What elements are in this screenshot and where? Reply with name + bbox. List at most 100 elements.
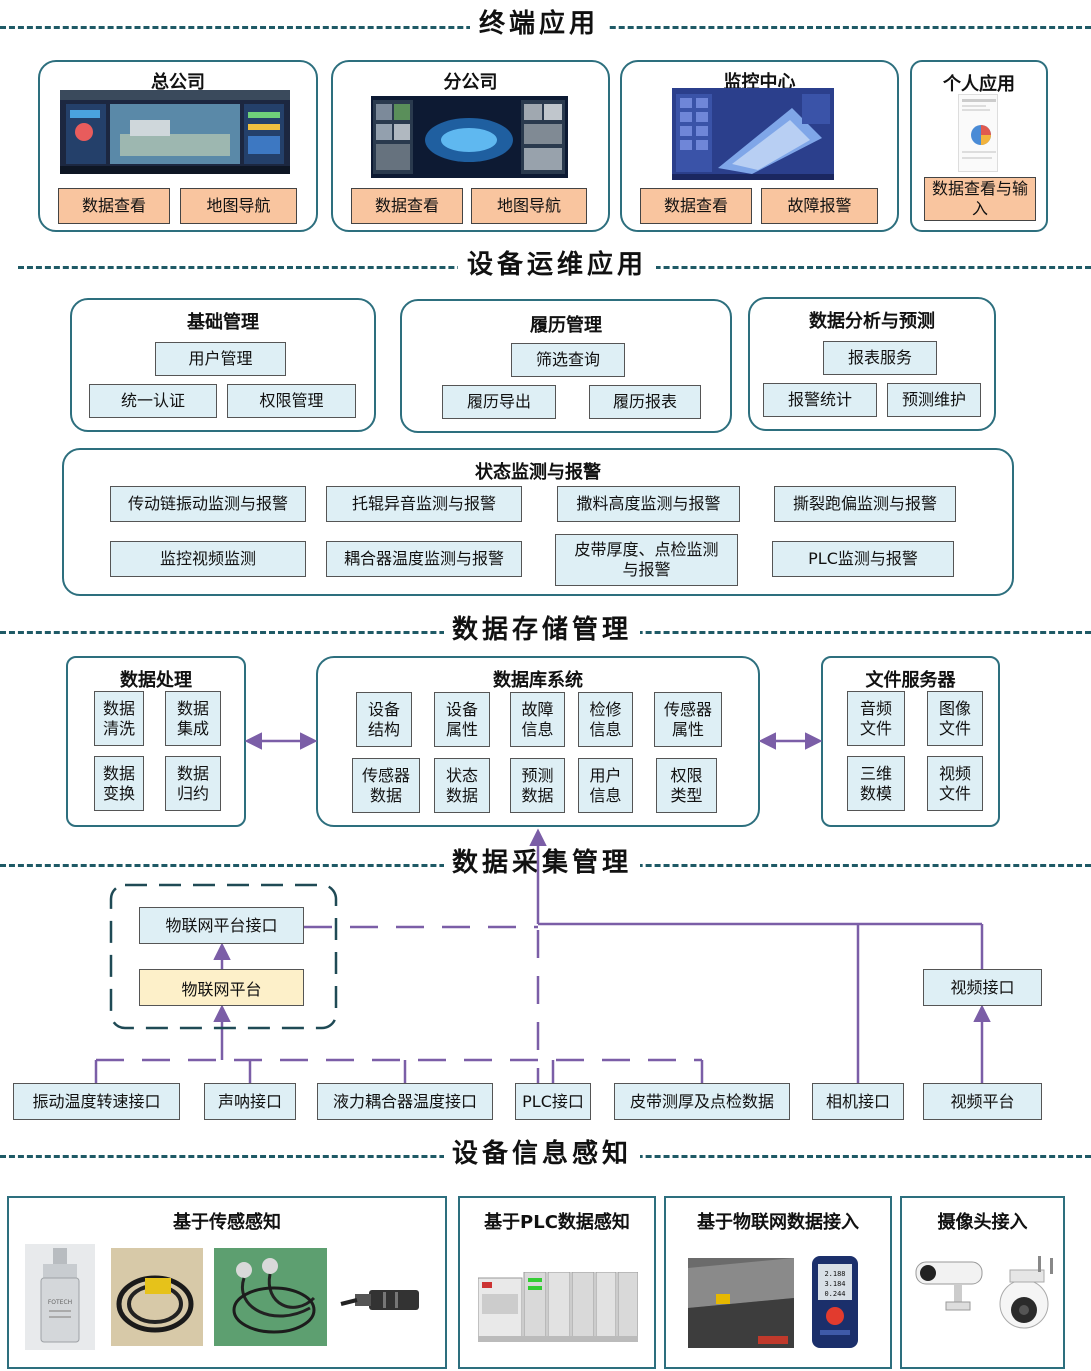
status-data-box[interactable]: 状态 数据 bbox=[434, 758, 490, 813]
video-monitoring-box[interactable]: 监控视频监测 bbox=[110, 541, 306, 577]
coupler-temperature-box[interactable]: 耦合器温度监测与报警 bbox=[326, 541, 522, 577]
panel-branch: 分公司 数据查看 地图导航 bbox=[331, 60, 610, 232]
panel-title: 摄像头接入 bbox=[937, 1212, 1028, 1233]
video-file-box[interactable]: 视频 文件 bbox=[927, 756, 983, 811]
panel-basic-management: 基础管理 用户管理 统一认证 权限管理 bbox=[70, 298, 376, 432]
video-platform-box[interactable]: 视频平台 bbox=[923, 1083, 1042, 1120]
panel-title: 履历管理 bbox=[530, 315, 602, 336]
audio-file-box[interactable]: 音频 文件 bbox=[847, 691, 905, 746]
proximity-sensor-image bbox=[111, 1248, 203, 1346]
user-info-box[interactable]: 用户 信息 bbox=[578, 758, 633, 813]
panel-personal-app: 个人应用 数据查看与输入 bbox=[910, 60, 1048, 232]
plc-interface[interactable]: PLC接口 bbox=[515, 1083, 591, 1120]
permission-management-box[interactable]: 权限管理 bbox=[227, 384, 356, 418]
hydraulic-coupler-temp-interface[interactable]: 液力耦合器温度接口 bbox=[317, 1083, 493, 1120]
device-attribute-box[interactable]: 设备 属性 bbox=[434, 692, 490, 747]
video-interface-box[interactable]: 视频接口 bbox=[923, 969, 1042, 1006]
panel-headquarters: 总公司 数据查看 地图导航 bbox=[38, 60, 318, 232]
accelerometer-image: FOTECH bbox=[25, 1244, 95, 1350]
data-cleaning-box[interactable]: 数据 清洗 bbox=[94, 691, 144, 746]
data-reduction-box[interactable]: 数据 归约 bbox=[165, 756, 221, 811]
panel-title: 基于物联网数据接入 bbox=[697, 1212, 859, 1233]
infrared-sensor-image bbox=[339, 1282, 429, 1320]
image-file-box[interactable]: 图像 文件 bbox=[927, 691, 983, 746]
alarm-statistics-box[interactable]: 报警统计 bbox=[763, 383, 877, 417]
repair-info-box[interactable]: 检修 信息 bbox=[578, 692, 633, 747]
belt-thickness-box[interactable]: 皮带厚度、点检监测与报警 bbox=[555, 534, 738, 586]
iot-platform-interface-box[interactable]: 物联网平台接口 bbox=[139, 907, 304, 944]
panel-title: 基于传感感知 bbox=[173, 1212, 281, 1233]
device-structure-box[interactable]: 设备 结构 bbox=[356, 692, 412, 747]
predictive-maintenance-box[interactable]: 预测维护 bbox=[887, 383, 981, 417]
panel-database-system: 数据库系统 设备 结构 设备 属性 故障 信息 检修 信息 传感器 属性 传感器… bbox=[316, 656, 760, 827]
panel-plc-sensing: 基于PLC数据感知 bbox=[458, 1196, 656, 1369]
panel-sensor-sensing: 基于传感感知 FOTECH bbox=[7, 1196, 447, 1369]
panel-history-management: 履历管理 筛选查询 履历导出 履历报表 bbox=[400, 299, 732, 433]
panel-title: 数据库系统 bbox=[493, 670, 583, 691]
idler-noise-box[interactable]: 托辊异音监测与报警 bbox=[326, 486, 522, 522]
spill-height-box[interactable]: 撒料高度监测与报警 bbox=[557, 486, 740, 522]
plc-image bbox=[478, 1272, 638, 1342]
3d-model-box[interactable]: 三维 数模 bbox=[847, 756, 905, 811]
filter-query-box[interactable]: 筛选查询 bbox=[511, 343, 625, 377]
vibration-temp-speed-interface[interactable]: 振动温度转速接口 bbox=[13, 1083, 180, 1120]
panel-data-processing: 数据处理 数据 清洗 数据 集成 数据 变换 数据 归约 bbox=[66, 656, 246, 827]
sensor-attribute-box[interactable]: 传感器 属性 bbox=[654, 692, 722, 747]
personal-data-input-button[interactable]: 数据查看与输入 bbox=[924, 177, 1036, 221]
monitor-data-view-button[interactable]: 数据查看 bbox=[640, 188, 752, 224]
section-title-terminal: 终端应用 bbox=[470, 8, 608, 40]
user-management-box[interactable]: 用户管理 bbox=[155, 342, 286, 376]
report-service-box[interactable]: 报表服务 bbox=[823, 341, 937, 375]
panel-camera-access: 摄像头接入 bbox=[900, 1196, 1065, 1369]
belt-scanner-image bbox=[688, 1258, 794, 1348]
camera-interface[interactable]: 相机接口 bbox=[812, 1083, 904, 1120]
sensor-data-box[interactable]: 传感器 数据 bbox=[352, 758, 420, 813]
section-title-sensing: 设备信息感知 bbox=[444, 1138, 640, 1170]
tear-deviation-box[interactable]: 撕裂跑偏监测与报警 bbox=[774, 486, 956, 522]
panel-title: 文件服务器 bbox=[865, 670, 956, 691]
branch-map-nav-button[interactable]: 地图导航 bbox=[471, 188, 587, 224]
data-integration-box[interactable]: 数据 集成 bbox=[165, 691, 221, 746]
hq-map-nav-button[interactable]: 地图导航 bbox=[180, 188, 297, 224]
laser-meter-image: 2.188 3.184 0.244 bbox=[808, 1256, 862, 1348]
belt-thickness-data-interface[interactable]: 皮带测厚及点检数据 bbox=[614, 1083, 790, 1120]
panel-monitoring-center: 监控中心 数据查看 故障报警 bbox=[620, 60, 899, 232]
panel-iot-access: 基于物联网数据接入 2.188 3.184 0.244 bbox=[664, 1196, 892, 1369]
sensor-brand-text: FOTECH bbox=[48, 1299, 72, 1306]
iot-platform-box[interactable]: 物联网平台 bbox=[139, 969, 304, 1006]
history-export-box[interactable]: 履历导出 bbox=[442, 385, 556, 419]
hq-screen-image bbox=[60, 90, 290, 174]
branch-screen-image bbox=[371, 96, 568, 178]
panel-title: 数据处理 bbox=[120, 670, 192, 691]
permission-type-box[interactable]: 权限 类型 bbox=[656, 758, 717, 813]
monitor-fault-alarm-button[interactable]: 故障报警 bbox=[761, 188, 878, 224]
panel-title: 个人应用 bbox=[943, 74, 1015, 95]
panel-data-analysis: 数据分析与预测 报表服务 报警统计 预测维护 bbox=[748, 297, 996, 431]
camera-images bbox=[910, 1252, 1060, 1332]
panel-title: 监控中心 bbox=[723, 72, 796, 93]
meter-reading-1: 2.188 bbox=[824, 1270, 845, 1278]
panel-title: 基于PLC数据感知 bbox=[484, 1212, 630, 1233]
section-title-storage: 数据存储管理 bbox=[444, 614, 640, 646]
panel-title: 分公司 bbox=[443, 72, 498, 93]
section-title-collection: 数据采集管理 bbox=[444, 847, 640, 879]
fault-info-box[interactable]: 故障 信息 bbox=[510, 692, 565, 747]
history-report-box[interactable]: 履历报表 bbox=[589, 385, 701, 419]
drive-chain-vibration-box[interactable]: 传动链振动监测与报警 bbox=[110, 486, 306, 522]
panel-title: 状态监测与报警 bbox=[475, 462, 601, 483]
phone-screen-image bbox=[958, 94, 998, 172]
meter-reading-2: 3.184 bbox=[824, 1280, 845, 1288]
panel-status-monitoring: 状态监测与报警 传动链振动监测与报警 托辊异音监测与报警 撒料高度监测与报警 撕… bbox=[62, 448, 1014, 596]
sonar-sensor-image bbox=[214, 1248, 327, 1346]
branch-data-view-button[interactable]: 数据查看 bbox=[351, 188, 463, 224]
monitor-screen-image bbox=[672, 88, 834, 180]
sonar-interface[interactable]: 声呐接口 bbox=[204, 1083, 296, 1120]
hq-data-view-button[interactable]: 数据查看 bbox=[58, 188, 170, 224]
prediction-data-box[interactable]: 预测 数据 bbox=[510, 758, 565, 813]
panel-title: 基础管理 bbox=[187, 312, 259, 333]
data-transform-box[interactable]: 数据 变换 bbox=[94, 756, 144, 811]
meter-reading-3: 0.244 bbox=[824, 1290, 845, 1298]
unified-auth-box[interactable]: 统一认证 bbox=[89, 384, 217, 418]
plc-monitoring-box[interactable]: PLC监测与报警 bbox=[772, 541, 954, 577]
section-title-ops: 设备运维应用 bbox=[458, 249, 656, 281]
